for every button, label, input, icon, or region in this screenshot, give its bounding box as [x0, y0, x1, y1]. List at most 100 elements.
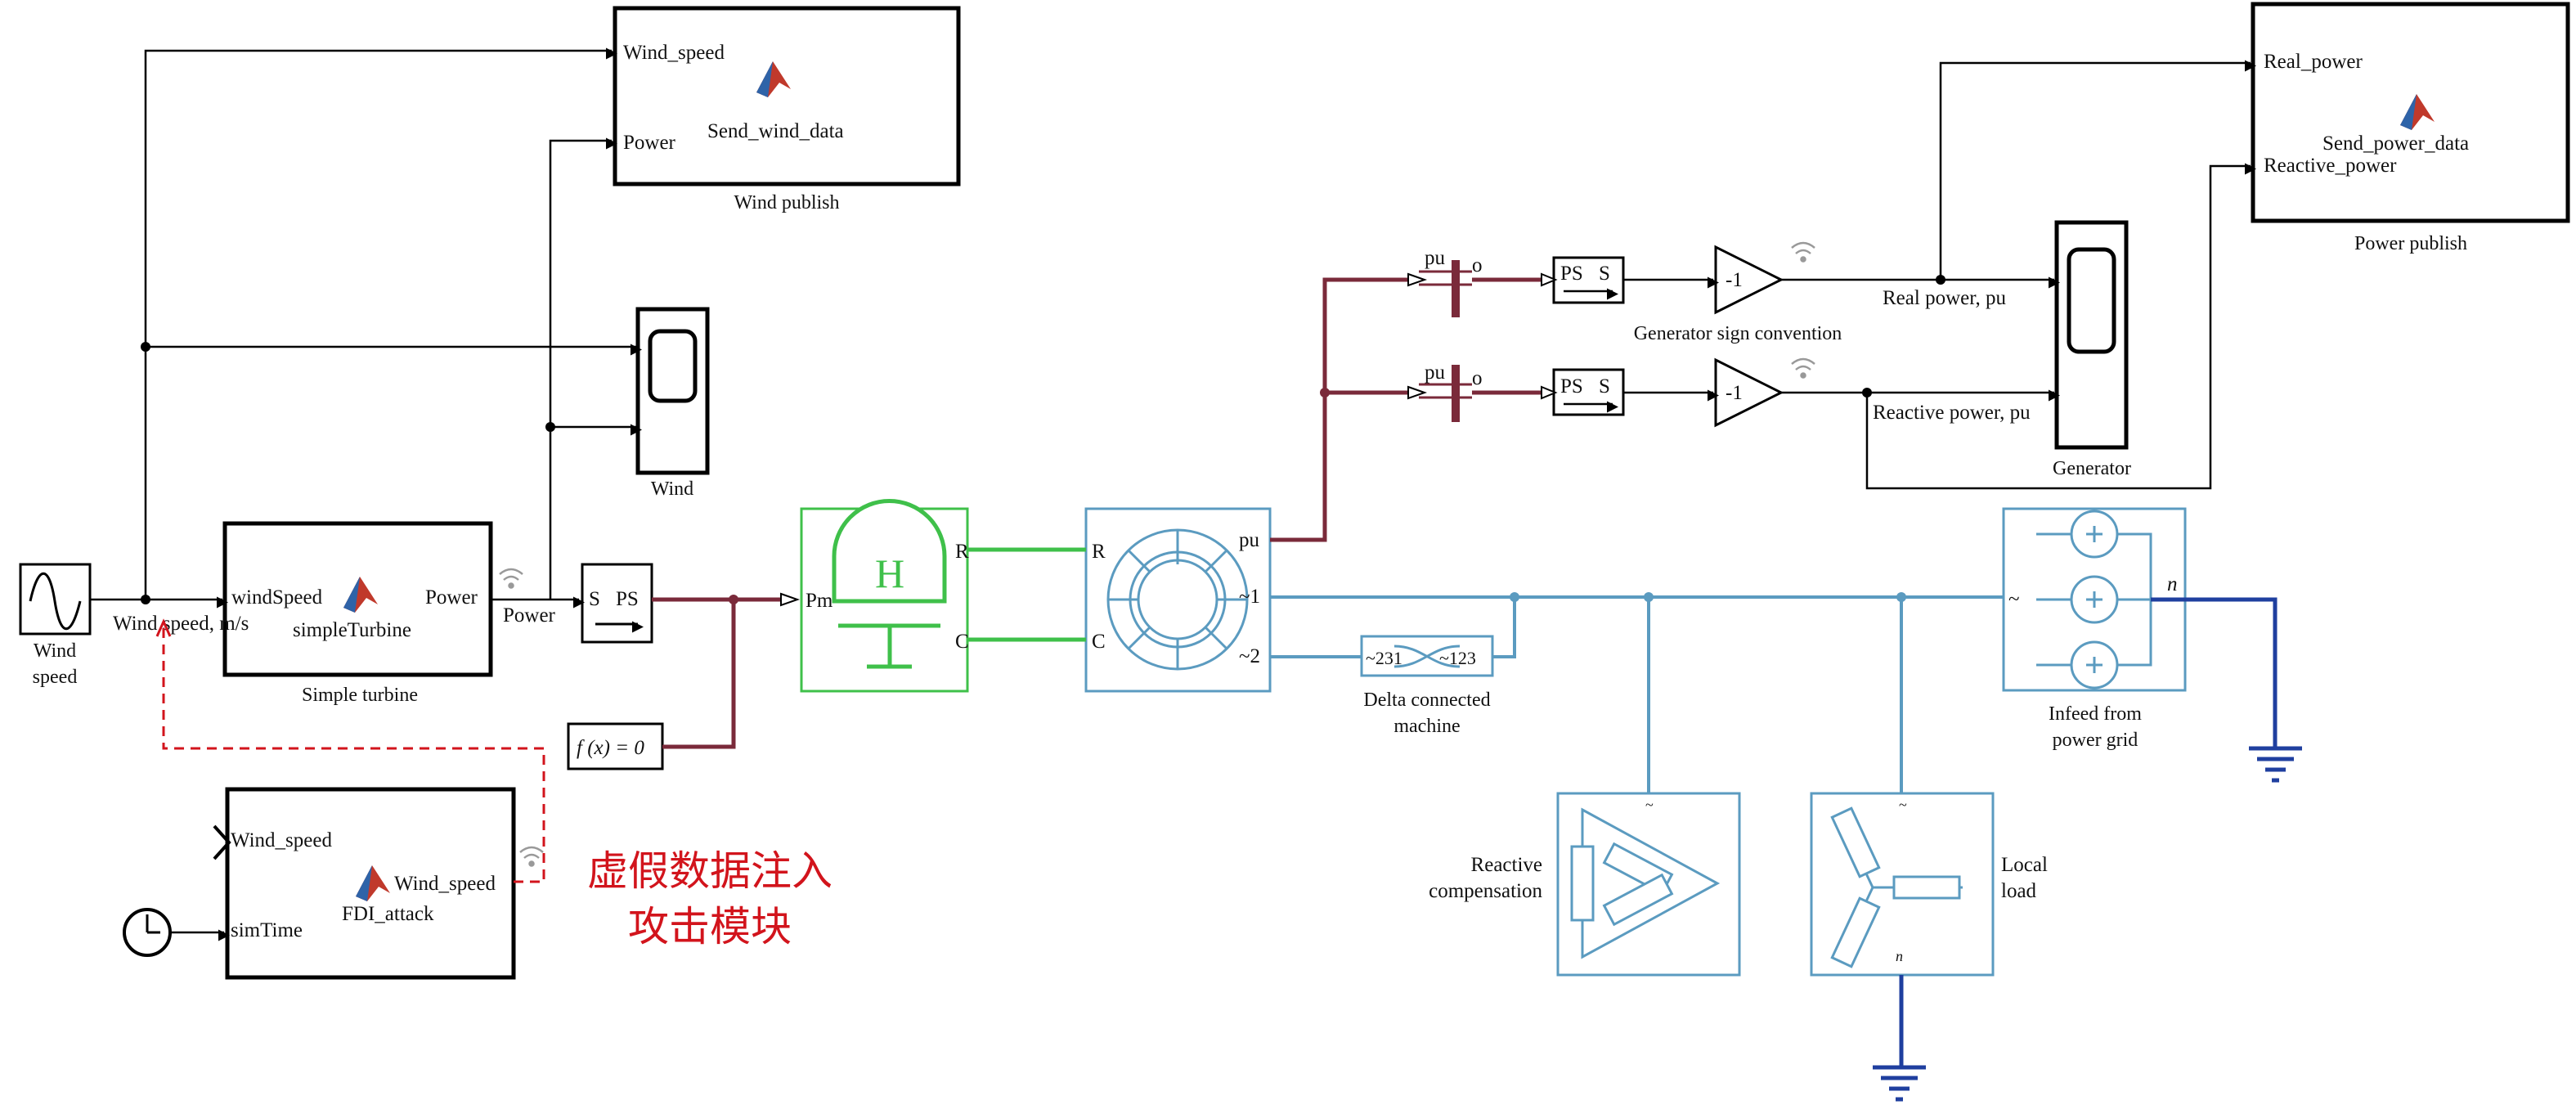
ps-s2-ps: PS [1560, 375, 1583, 398]
sensor1-pu: pu [1425, 247, 1446, 269]
gain1-label: -1 [1726, 269, 1743, 291]
local-load-caption-line1: Local [2001, 854, 2048, 876]
wireless-icon [1791, 241, 1815, 263]
phase-cross-icon [1393, 645, 1461, 668]
delta-caption-line1: Delta connected [1363, 690, 1490, 711]
fdi-in2-label: simTime [231, 919, 303, 941]
sensor-real-power[interactable]: pu o [1419, 247, 1483, 317]
generator-scope-block[interactable] [2054, 220, 2129, 450]
local-load-n: n [1896, 948, 1903, 964]
delta-caption-line2: machine [1393, 716, 1460, 737]
voltage-source-icon [2036, 510, 2152, 690]
wind-scope-block[interactable] [635, 307, 710, 475]
local-load-block[interactable]: ~ n [1810, 792, 1995, 977]
turbine-name: simpleTurbine [293, 619, 411, 641]
ps-s1-s: S [1599, 263, 1610, 285]
s-ps-s-label: S [589, 588, 600, 610]
wind-scope-caption: Wind [651, 478, 693, 500]
reactive-comp-tilde: ~ [1645, 797, 1654, 813]
ps-s-converter-real[interactable]: PS S [1552, 256, 1625, 304]
attack-note-line2: 攻击模块 [628, 904, 792, 950]
sensor-reactive-power[interactable]: pu o [1419, 362, 1483, 422]
delta-load-icon [1570, 807, 1721, 959]
wind-speed-source-block[interactable] [19, 563, 92, 636]
sensor1-o: o [1472, 254, 1483, 276]
wind-publish-block[interactable]: Wind_speed Power Send_wind_data [613, 6, 961, 186]
wireless-icon [499, 568, 523, 589]
matlab-icon [343, 577, 378, 613]
inertia-h-icon [832, 499, 947, 604]
wind-publish-in1-label: Wind_speed [623, 42, 725, 64]
ps-s1-ps: PS [1560, 263, 1583, 285]
matlab-icon [2400, 94, 2435, 130]
delta-text-a: ~231 [1366, 648, 1402, 668]
solver-label: f (x) = 0 [577, 737, 644, 759]
s-ps-converter-block[interactable]: S PS [581, 563, 653, 644]
generator-sign-convention-caption: Generator sign convention [1634, 323, 1842, 344]
ps-s-converter-reactive[interactable]: PS S [1552, 368, 1625, 416]
gain-reactive-power[interactable]: -1 [1714, 357, 1784, 428]
mechanical-lines [652, 272, 1558, 749]
fdi-in1-label: Wind_speed [231, 829, 332, 851]
ground-icon [838, 623, 940, 669]
ground-icon [1873, 1065, 1926, 1102]
scope-screen-icon [2067, 247, 2116, 354]
fdi-name: FDI_attack [342, 903, 434, 925]
machine-port-c: C [1092, 631, 1106, 653]
inertia-h-label: H [875, 550, 904, 596]
ground-icon [2249, 746, 2302, 783]
clock-icon [146, 914, 160, 934]
wind-source-caption-line1: Wind [34, 640, 76, 662]
wireless-icon [1791, 357, 1815, 379]
wind-publish-name: Send_wind_data [707, 120, 844, 142]
junction-dots [141, 275, 1945, 604]
machine-port-pu: pu [1239, 529, 1260, 551]
mech-junction-dots [729, 388, 1330, 604]
reactive-compensation-block[interactable]: ~ [1556, 792, 1741, 977]
s-ps-ps-label: PS [616, 588, 639, 610]
generator-scope-caption: Generator [2053, 458, 2131, 479]
neutral-lines [1899, 597, 2278, 1067]
gain-real-power[interactable]: -1 [1714, 245, 1784, 315]
wind-publish-in2-label: Power [623, 132, 676, 154]
signal-lines [90, 47, 2256, 941]
matlab-icon [356, 865, 390, 901]
attack-note-line1: 虚假数据注入 [587, 848, 832, 894]
fdi-attack-block[interactable]: Wind_speed simTime Wind_speed FDI_attack [225, 787, 516, 980]
turbine-out-label: Power [425, 586, 478, 609]
simple-turbine-caption: Simple turbine [302, 685, 418, 706]
matlab-icon [756, 61, 791, 97]
power-publish-in1-label: Real_power [2264, 51, 2363, 73]
simple-turbine-block[interactable]: windSpeed Power simpleTurbine [222, 521, 493, 677]
electrical-lines [1270, 595, 2004, 793]
delta-connection-block[interactable]: ~231 ~123 [1360, 635, 1494, 677]
wind-publish-caption: Wind publish [734, 192, 839, 213]
inertia-port-pm: Pm [806, 590, 833, 612]
wye-load-icon [1830, 806, 1963, 968]
local-load-caption-line2: load [2001, 880, 2037, 902]
power-signal-label: Power [503, 604, 556, 627]
clock-block[interactable] [123, 908, 172, 957]
synchronous-machine-block[interactable]: R C pu ~1 ~2 [1084, 507, 1272, 693]
sensor2-pu: pu [1425, 362, 1446, 384]
ps-s2-s: S [1599, 375, 1610, 398]
delta-text-b: ~123 [1439, 648, 1476, 668]
local-load-tilde: ~ [1899, 797, 1907, 813]
real-power-signal-label: Real power, pu [1883, 287, 2007, 309]
inertia-block[interactable]: H [800, 499, 969, 693]
solver-configuration-block[interactable]: f (x) = 0 [567, 722, 664, 770]
reactive-comp-caption-line2: compensation [1429, 880, 1542, 902]
wind-source-caption-line2: speed [33, 667, 78, 688]
power-publish-block[interactable]: Real_power Reactive_power Send_power_dat… [2251, 2, 2570, 223]
rotational-lines [967, 547, 1086, 642]
attack-injection-line [155, 618, 545, 883]
machine-port-r: R [1092, 541, 1106, 563]
inertia-port-c: C [955, 631, 969, 653]
inertia-port-r: R [955, 541, 969, 563]
infeed-caption-line2: power grid [2053, 730, 2138, 751]
machine-port-1: ~1 [1239, 586, 1260, 608]
gain2-label: -1 [1726, 382, 1743, 404]
power-publish-in2-label: Reactive_power [2264, 155, 2397, 177]
infeed-n-label: n [2167, 573, 2178, 595]
